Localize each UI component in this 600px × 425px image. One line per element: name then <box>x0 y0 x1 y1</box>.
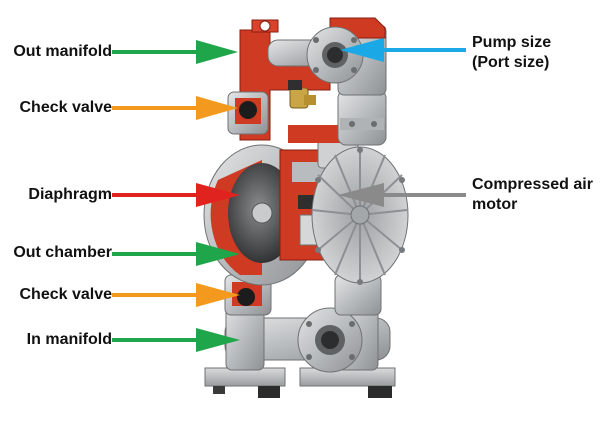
right-upper-body <box>337 89 387 146</box>
label-out-manifold: Out manifold <box>13 43 112 60</box>
arrow-check-valve-top <box>112 96 238 120</box>
label-in-manifold: In manifold <box>26 331 112 348</box>
in-manifold <box>224 299 391 373</box>
arrow-diaphragm <box>112 183 240 207</box>
pump-feet <box>204 367 396 398</box>
right-chamber <box>311 146 409 285</box>
label-pump-size-line1: Pump size <box>472 34 552 51</box>
label-out-chamber: Out chamber <box>13 244 112 261</box>
label-compressed-line2: motor <box>472 196 518 213</box>
arrow-out-chamber <box>112 242 240 266</box>
label-pump-size: Pump size (Port size) <box>472 33 551 73</box>
label-compressed-air-motor: Compressed air motor <box>472 175 593 215</box>
air-valve-fittings <box>288 80 316 109</box>
arrow-pump-size <box>340 38 466 62</box>
label-check-valve-bottom: Check valve <box>19 286 112 303</box>
label-pump-size-line2: (Port size) <box>472 54 550 71</box>
arrow-check-valve-bottom <box>112 283 240 307</box>
top-check-valve <box>227 91 269 135</box>
label-diaphragm: Diaphragm <box>28 186 112 203</box>
label-check-valve-top: Check valve <box>19 99 112 116</box>
label-compressed-line1: Compressed air <box>472 176 593 193</box>
arrow-in-manifold <box>112 328 240 352</box>
arrow-compressed-air-motor <box>338 183 466 207</box>
arrow-out-manifold <box>112 40 238 64</box>
